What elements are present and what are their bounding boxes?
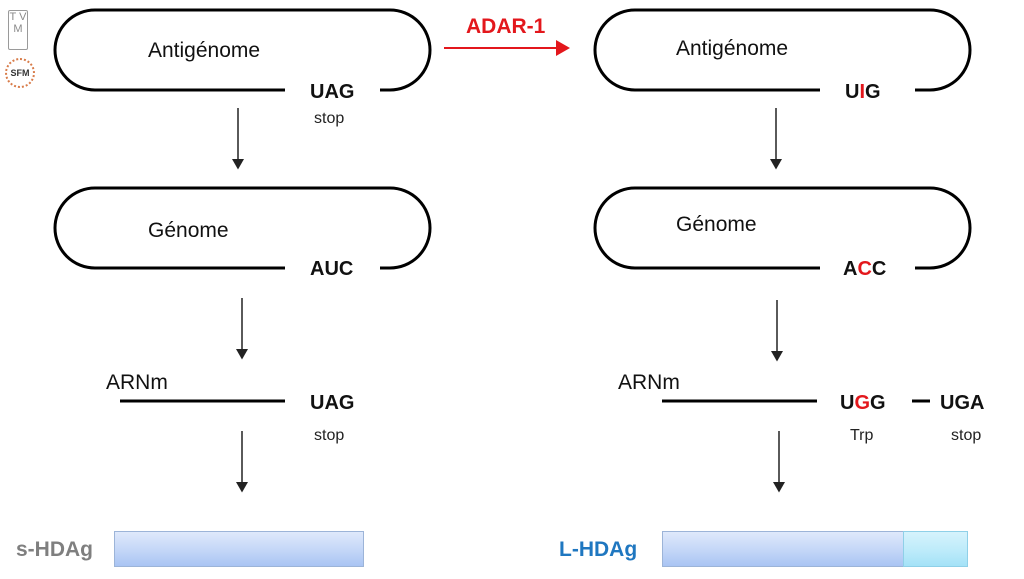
adar-label: ADAR-1 [466, 15, 546, 38]
left-genome-codon: AUC [310, 258, 354, 280]
left-genome-label: Génome [148, 219, 229, 242]
s-hdag-bar [114, 531, 364, 567]
edited-base: C [857, 258, 872, 280]
left-mrna-codon: UAG [310, 392, 355, 414]
right-antigenome-codon: UIG [845, 82, 881, 102]
right-genome-label: Génome [676, 213, 757, 236]
right-mrna-codon: UGG [840, 393, 886, 413]
tvm-logo: T V M [8, 10, 28, 50]
right-genome-loop [593, 186, 972, 270]
codon-base: U [845, 81, 860, 103]
left-antigenome-label: Antigénome [148, 39, 261, 62]
left-mrna-label: ARNm [106, 371, 168, 394]
s-hdag-label: s-HDAg [16, 538, 93, 561]
left-antigenome-codon: UAG [310, 81, 355, 103]
right-antigenome-loop [593, 8, 972, 92]
l-hdag-label: L-HDAg [559, 538, 638, 561]
codon-base: G [870, 392, 886, 414]
codon-base: G [865, 81, 881, 103]
right-antigenome-label: Antigénome [676, 37, 789, 60]
l-hdag-bar [662, 531, 904, 567]
edited-base: I [859, 81, 866, 103]
left-mrna-note: stop [314, 427, 345, 444]
codon-base: A [843, 258, 858, 280]
l-hdag-extension [903, 531, 968, 567]
edited-base: G [854, 392, 871, 414]
right-stop-codon: UGA [940, 392, 985, 414]
codon-base: C [871, 258, 887, 280]
right-genome-codon: ACC [843, 259, 886, 279]
right-mrna-label: ARNm [618, 371, 680, 394]
right-stop-note: stop [951, 427, 982, 444]
left-antigenome-note: stop [314, 110, 345, 127]
sfm-logo: SFM [5, 58, 35, 88]
right-mrna-note: Trp [850, 427, 874, 444]
left-genome-loop [53, 186, 432, 270]
codon-base: U [840, 392, 855, 414]
left-antigenome-loop [53, 8, 432, 92]
